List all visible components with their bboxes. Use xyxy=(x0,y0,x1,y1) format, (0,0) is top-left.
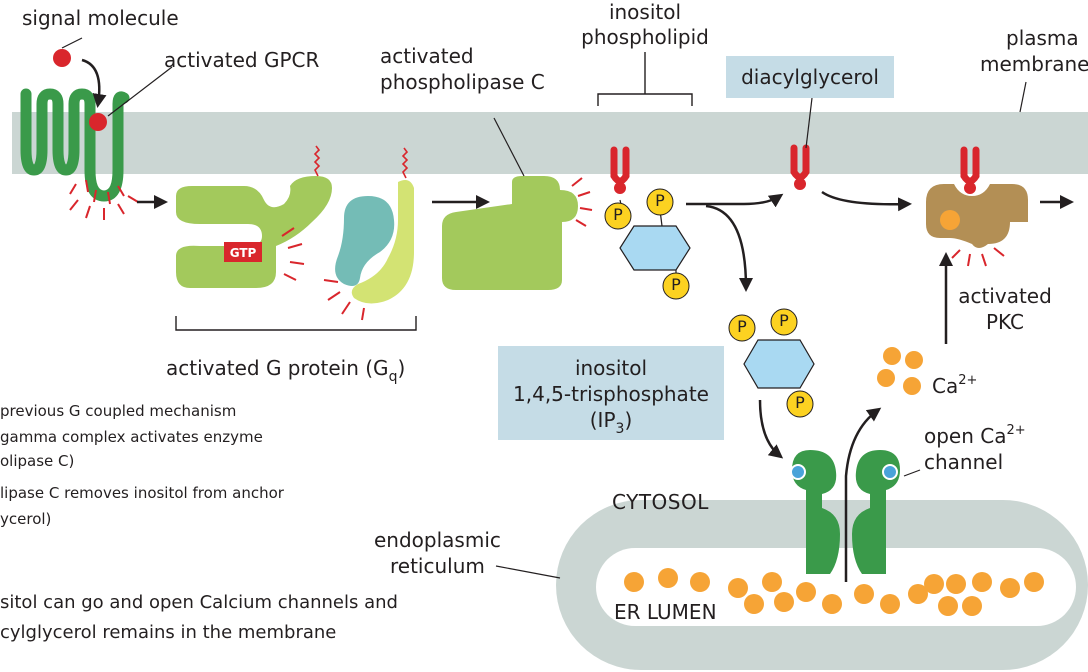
label-activated-g-protein: activated G protein (Gq) xyxy=(166,356,406,385)
note-2: gamma complex activates enzyme xyxy=(0,428,263,446)
note-3: olipase C) xyxy=(0,452,75,470)
label-open-channel-line1: open Ca2+ xyxy=(924,423,1026,452)
label-er-line2: reticulum xyxy=(390,554,485,578)
ip3-phosphate-3 xyxy=(786,390,814,418)
label-plc-line1: activated xyxy=(380,44,474,68)
diacylglycerol-box xyxy=(726,56,894,98)
label-inositol-phospholipid-line1: inositol xyxy=(608,0,682,24)
phosphate-letter-3: P xyxy=(671,275,681,294)
pkc-dag-tails xyxy=(960,146,980,185)
g-beta-subunit xyxy=(335,196,395,286)
ip3-phosphate-1 xyxy=(728,314,756,342)
inositol-ring xyxy=(619,225,691,271)
label-inositol-phospholipid-line2: phospholipid xyxy=(581,25,709,49)
label-g-protein-sub: q xyxy=(388,369,398,385)
gtp-label-bg xyxy=(224,242,262,262)
label-ca: Ca2+ xyxy=(932,373,978,402)
ip3-phosphate-letter-1: P xyxy=(737,317,747,336)
label-er-lumen: ER LUMEN xyxy=(614,600,717,624)
g-gamma-subunit xyxy=(351,180,414,304)
arrow-calcium-release xyxy=(844,407,882,582)
phosphate-letter-1: P xyxy=(613,205,623,224)
label-ip3-line3: (IP3) xyxy=(498,408,724,437)
bound-ligand xyxy=(89,113,107,131)
lipid-tails-pip2 xyxy=(610,146,630,185)
er-calcium-store xyxy=(624,568,1044,616)
label-ip3-sub: 3 xyxy=(615,421,625,437)
label-er-line1: endoplasmic xyxy=(374,528,501,552)
note-large-1: sitol can go and open Calcium channels a… xyxy=(0,592,398,613)
label-plasma-membrane-line1: plasma xyxy=(1006,26,1079,50)
gpcr-receptor xyxy=(20,88,130,202)
note-large-2: cylglycerol remains in the membrane xyxy=(0,622,337,643)
signal-molecule xyxy=(53,49,71,67)
g-protein-bracket xyxy=(175,316,417,331)
diacylglycerol-molecule xyxy=(790,144,810,181)
label-g-protein-close: ) xyxy=(397,356,406,380)
arrow-to-dag xyxy=(686,193,784,208)
label-ca-charge: 2+ xyxy=(958,373,978,388)
leader-signal xyxy=(61,37,83,49)
pkc-bound-calcium xyxy=(940,210,960,230)
label-diacylglycerol: diacylglycerol xyxy=(741,65,879,89)
phosphate-2 xyxy=(646,188,674,216)
label-ip3-text: (IP xyxy=(589,408,616,432)
leader-plc xyxy=(493,117,525,177)
ip3-box xyxy=(498,346,724,440)
ip3-phosphate-letter-2: P xyxy=(779,311,789,330)
activation-burst xyxy=(69,179,125,205)
leader-gpcr xyxy=(107,66,173,117)
label-plasma-membrane-line2: membrane xyxy=(980,52,1088,76)
label-ip3-line1: inositol xyxy=(574,356,648,380)
lipid-anchor xyxy=(313,145,321,177)
label-gtp: GTP xyxy=(229,246,257,260)
ca-channel-left xyxy=(792,450,840,574)
bracket-inositol-phospholipid xyxy=(597,52,693,106)
arrow-ip3-to-channel xyxy=(758,399,784,459)
arrow-to-pkc xyxy=(821,190,912,212)
g-alpha-subunit xyxy=(176,176,332,288)
note-1: previous G coupled mechanism xyxy=(0,402,237,420)
ip3-phosphate-2 xyxy=(770,308,798,336)
label-open-channel-text: open Ca xyxy=(924,424,1007,448)
label-open-channel-charge: 2+ xyxy=(1006,423,1026,438)
phosphate-3 xyxy=(662,272,690,300)
label-plc-line2: phospholipase C xyxy=(380,70,545,94)
label-open-channel-line2: channel xyxy=(924,450,1004,474)
arrow-to-ip3 xyxy=(705,204,753,292)
label-ca-text: Ca xyxy=(932,374,959,398)
binding-arrow xyxy=(81,58,107,108)
note-5: ycerol) xyxy=(0,510,52,528)
ip3-phosphate-letter-3: P xyxy=(795,393,805,412)
phosphate-1 xyxy=(604,202,632,230)
leader-er xyxy=(495,565,561,579)
phosphate-letter-2: P xyxy=(655,191,665,210)
plasma-membrane xyxy=(12,112,1088,174)
label-ip3-close: ) xyxy=(624,408,633,432)
label-cytosol: CYTOSOL xyxy=(612,490,709,514)
pkc-enzyme xyxy=(926,184,1028,248)
label-signal-molecule: signal molecule xyxy=(22,6,179,30)
label-activated-gpcr: activated GPCR xyxy=(164,48,320,72)
label-ip3-line2: 1,4,5-trisphosphate xyxy=(513,382,709,406)
label-activated-pkc-line2: PKC xyxy=(985,310,1025,334)
ca-channel-right xyxy=(852,450,900,574)
label-g-protein-text: activated G protein (G xyxy=(166,356,389,380)
note-4: lipase C removes inositol from anchor xyxy=(0,484,284,502)
label-activated-pkc-line1: activated xyxy=(958,284,1052,308)
released-calcium xyxy=(877,347,923,395)
ip3-ring xyxy=(743,339,815,389)
phospholipase-c xyxy=(442,176,578,290)
